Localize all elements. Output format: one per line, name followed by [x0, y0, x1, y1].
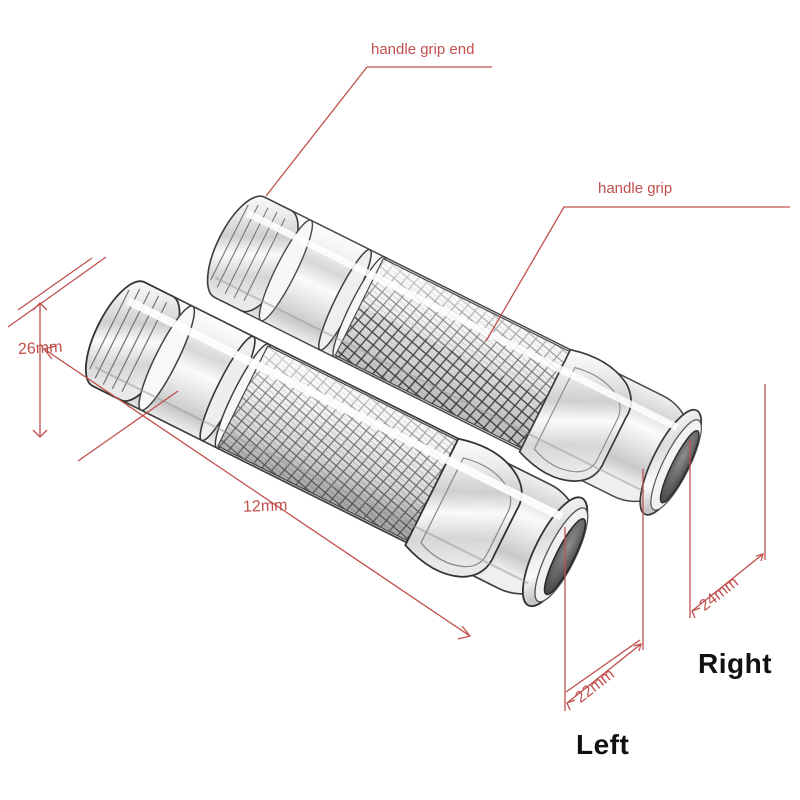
grip-rear: [206, 195, 703, 516]
grip-front: [84, 280, 589, 608]
leader-handle-grip: [485, 206, 790, 342]
side-label-right: Right: [698, 648, 773, 679]
leader-handle-grip-end: [265, 66, 492, 197]
callout-label-handle-grip: handle grip: [598, 180, 673, 197]
callout-label-handle-grip-end: handle grip end: [371, 41, 475, 58]
side-label-left: Left: [576, 729, 630, 760]
dimension-12mm: [17, 257, 641, 693]
annotation-lines: [7, 66, 790, 711]
dimension-22mm: [564, 469, 644, 711]
dimension-26mm: [7, 256, 179, 462]
dimension-label-12mm: 12mm: [242, 497, 288, 516]
dimension-label-26mm: 26mm: [17, 338, 63, 359]
dimension-24mm: [689, 384, 766, 619]
